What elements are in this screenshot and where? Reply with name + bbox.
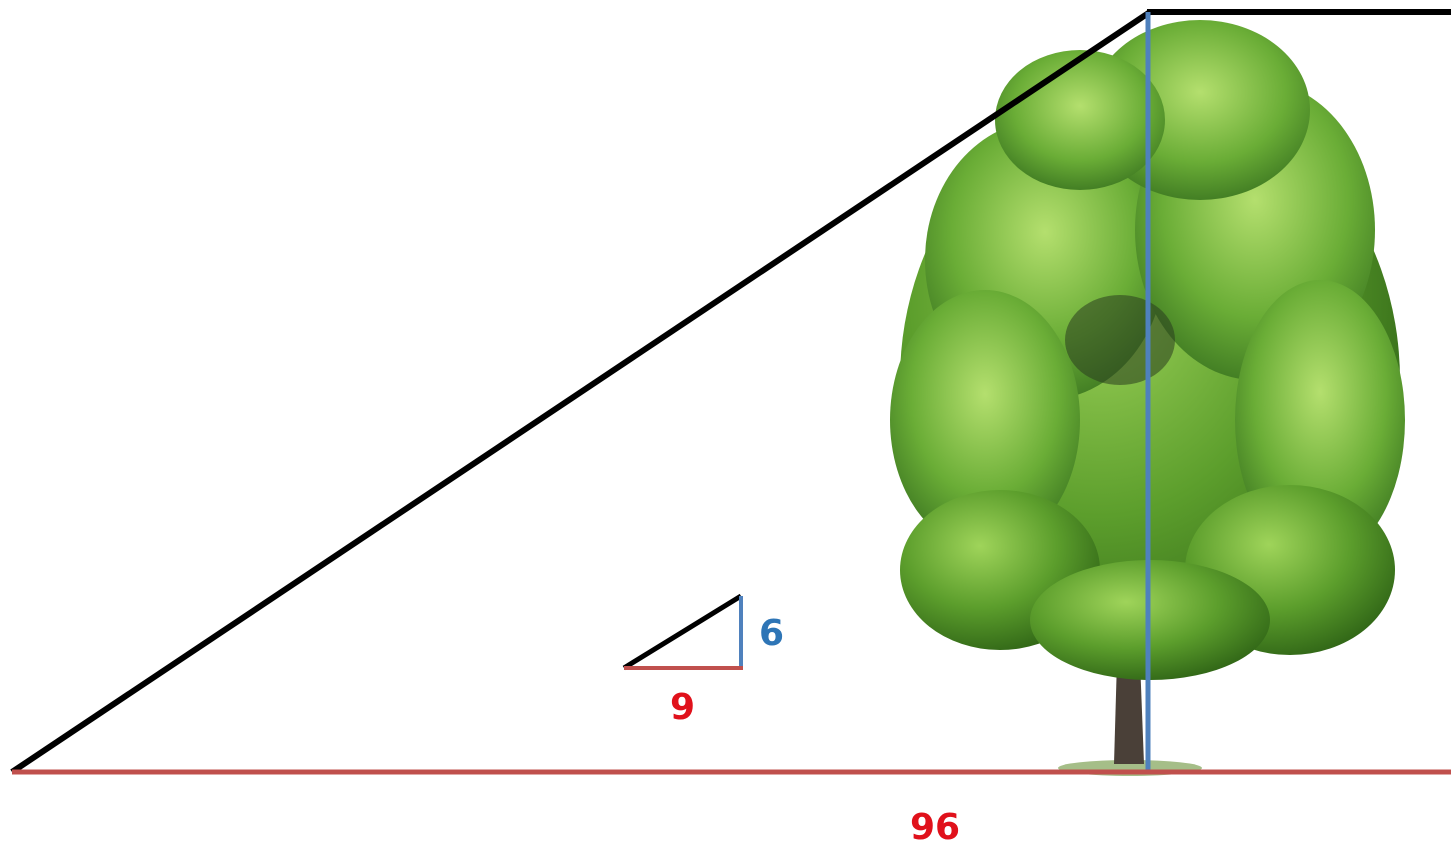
tree-icon <box>890 20 1405 776</box>
small-triangle <box>622 593 743 671</box>
large-triangle-base-label: 96 <box>910 807 961 848</box>
small-triangle-base-label: 9 <box>670 687 696 728</box>
small-triangle-hypotenuse <box>622 593 743 671</box>
small-triangle-height-label: 6 <box>759 613 785 654</box>
large-triangle-hypotenuse <box>10 9 1152 775</box>
